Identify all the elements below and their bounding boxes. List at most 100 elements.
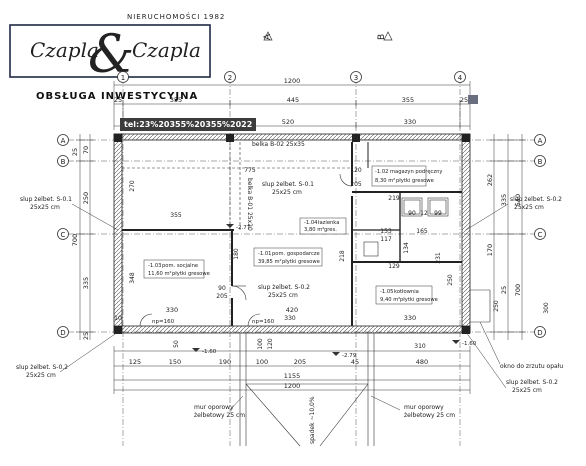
dim-misc-348: 348 bbox=[129, 272, 136, 284]
dim-misc-120: 120 bbox=[350, 167, 362, 174]
label-left-s01: slup żelbet. S-0.1 bbox=[20, 196, 72, 203]
dim-row2-2: 520 bbox=[282, 118, 294, 126]
label-beam-top: belka B-02 25x35 bbox=[252, 141, 305, 148]
room-105-name: kotłownia bbox=[394, 289, 419, 295]
dim-misc-219: 219 bbox=[388, 195, 400, 202]
section-arrow-b bbox=[383, 31, 393, 41]
dim-left-4: 25 bbox=[82, 332, 90, 340]
section-arrow-a bbox=[263, 31, 273, 41]
label-left-s01-dim: 25x25 cm bbox=[30, 204, 60, 211]
door-mark-2: np=160 bbox=[252, 319, 275, 325]
label-wall-left-2: żelbetowy 25 cm bbox=[194, 412, 245, 419]
dim-misc-250b: 250 bbox=[447, 274, 454, 286]
dim-left-3: 335 bbox=[82, 277, 90, 289]
logo-name-left: Czapla bbox=[30, 38, 99, 62]
dim-misc-134: 134 bbox=[403, 242, 410, 254]
dim-row2-3: 330 bbox=[404, 118, 416, 126]
label-beam-vert: belka B-01 25x20 bbox=[246, 178, 253, 231]
label-col-s01-inner: slup żelbet. S-0.1 bbox=[262, 181, 314, 188]
dim-right-4: 25 bbox=[500, 286, 508, 294]
level-2: -1.60 bbox=[202, 349, 217, 355]
dim-bottom-chain-1: 125 bbox=[129, 358, 141, 366]
dim-bottom-total-1: 1155 bbox=[284, 372, 301, 380]
room-102-name: magazyn podręczny bbox=[390, 169, 442, 175]
dim-misc-12: 12 bbox=[420, 210, 428, 217]
dim-top-seg-3: 355 bbox=[402, 96, 414, 104]
room-101-name: pom. gospodarcze bbox=[272, 251, 320, 257]
room-101-area: 39,85 m² bbox=[258, 259, 282, 265]
dim-right-2: 170 bbox=[486, 244, 494, 256]
section-mark-a: A bbox=[263, 33, 273, 40]
room-103-finish: płytki gresowe bbox=[172, 271, 210, 277]
room-103-area: 11,60 m² bbox=[148, 271, 172, 277]
dim-misc-231: 231 bbox=[435, 252, 442, 264]
label-wall-right-2: żelbetowy 25 cm bbox=[404, 412, 455, 419]
room-104-code: -1.04 bbox=[304, 220, 318, 226]
dim-misc-330b: 330 bbox=[284, 315, 296, 322]
level-1: -2.77 bbox=[236, 225, 251, 231]
label-window: okno do zrzutu opału bbox=[500, 363, 563, 370]
dim-bottom-chain-6: 45 bbox=[351, 358, 359, 366]
room-box-105 bbox=[375, 285, 433, 305]
beams bbox=[122, 142, 352, 230]
level-4: -1.60 bbox=[462, 341, 477, 347]
dim-bottom-chain-2: 150 bbox=[169, 358, 181, 366]
axis-col-3: 3 bbox=[354, 74, 358, 82]
label-right-s02a-dim: 25x25 cm bbox=[514, 204, 544, 211]
dim-misc-10: 10 bbox=[114, 315, 122, 322]
dim-misc-153: 153 bbox=[380, 228, 392, 235]
room-104-finish: gres. bbox=[324, 227, 337, 233]
section-mark-b: B bbox=[377, 34, 387, 40]
bottom-dimensions bbox=[113, 346, 471, 394]
room-104-name: łazienka bbox=[318, 220, 339, 226]
retaining-walls bbox=[239, 289, 491, 447]
dim-bottom-inner-2: 420 bbox=[286, 306, 298, 314]
label-wall-left: mur oporowy bbox=[194, 404, 234, 411]
dim-misc-310: 310 bbox=[414, 343, 426, 350]
axis-row-c-left: C bbox=[61, 231, 66, 239]
dim-right-1: 262 bbox=[486, 174, 494, 186]
dim-right-outer-2: 700 bbox=[514, 284, 522, 296]
label-right-s02b: slup żelbet. S-0.2 bbox=[506, 379, 558, 386]
dim-misc-250: 250 bbox=[493, 300, 500, 312]
dim-bottom-total-2: 1200 bbox=[284, 382, 301, 390]
company-subtitle: OBSŁUGA INWESTYCYJNA bbox=[36, 91, 199, 102]
room-105-area: 9,40 m² bbox=[380, 297, 400, 303]
dim-top-seg-2: 445 bbox=[287, 96, 299, 104]
dim-left-outer-2: 700 bbox=[71, 234, 79, 246]
axis-row-b-right: B bbox=[538, 158, 543, 166]
dim-bottom-chain-7: 480 bbox=[416, 358, 428, 366]
dim-misc-117: 117 bbox=[380, 236, 392, 243]
label-right-s02a: slup żelbet. S-0.2 bbox=[510, 196, 562, 203]
dim-top-left-margin: 25 bbox=[114, 96, 122, 104]
right-dimensions bbox=[490, 134, 526, 340]
axis-row-a-left: A bbox=[61, 137, 66, 145]
logo-frame bbox=[9, 24, 211, 78]
dim-left-outer-1: 25 bbox=[71, 148, 79, 156]
room-103-code: -1.03 bbox=[148, 263, 161, 269]
dim-misc-100: 100 bbox=[257, 338, 264, 350]
dim-bottom-chain-3: 190 bbox=[219, 358, 231, 366]
dim-bottom-chain-4: 100 bbox=[256, 358, 268, 366]
dim-bottom-inner-1: 330 bbox=[166, 306, 178, 314]
dim-bottom-chain-5: 205 bbox=[294, 358, 306, 366]
axis-col-2: 2 bbox=[228, 74, 232, 82]
interior-walls bbox=[122, 142, 462, 326]
dim-misc-120b: 120 bbox=[267, 338, 274, 350]
dim-misc-355: 355 bbox=[170, 212, 182, 219]
leader-lines bbox=[59, 203, 509, 411]
label-slope: spadek ~10,0% bbox=[309, 396, 316, 444]
dim-top-right-margin: 25 bbox=[460, 96, 468, 104]
label-wall-right: mur oporowy bbox=[404, 404, 444, 411]
dim-right-outer-1: 540 bbox=[514, 194, 522, 206]
dim-top-total: 1200 bbox=[284, 77, 301, 85]
dim-misc-90b: 90 bbox=[218, 285, 226, 292]
room-104-area: 3,80 m² bbox=[304, 227, 324, 233]
annotation-labels: belka B-02 25x35 belka B-01 25x20 slup ż… bbox=[16, 141, 563, 444]
room-102-code: -1.02 bbox=[375, 169, 388, 175]
dim-bottom-inner-3: 330 bbox=[404, 314, 416, 322]
level-3: -2.79 bbox=[342, 353, 357, 359]
axis-row-d-left: D bbox=[60, 329, 65, 337]
phone-tag: tel:23%20355%20355%2022 bbox=[120, 118, 257, 131]
